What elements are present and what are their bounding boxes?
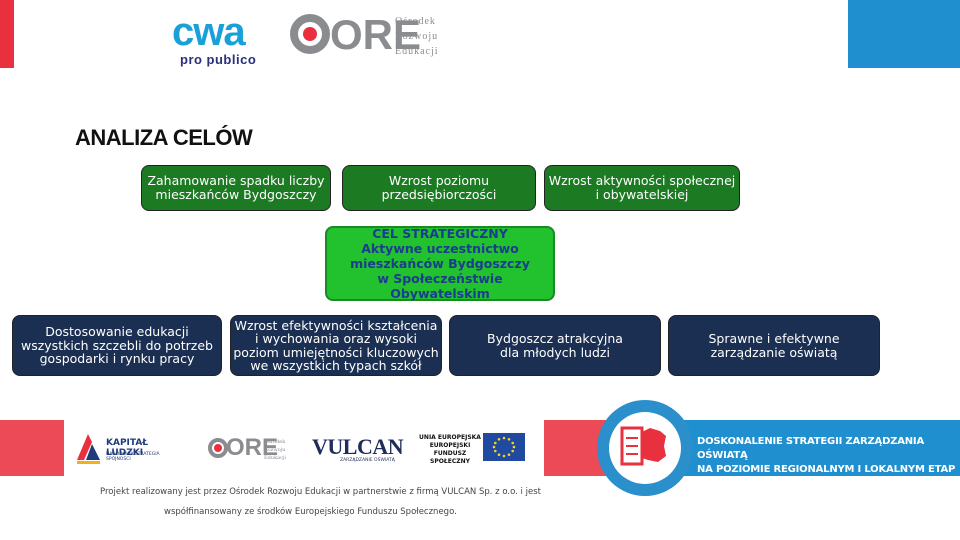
ore-small-word: Rozwoju xyxy=(264,447,286,453)
poland-book-icon xyxy=(620,426,666,466)
goal-line: we wszystkich typach szkół xyxy=(250,358,422,373)
footer-line: Projekt realizowany jest przez Ośrodek R… xyxy=(100,487,541,497)
vulcan-subtitle: ZARZĄDZANIE OŚWIATĄ xyxy=(340,458,395,463)
goal-box-teaching-efficiency: Wzrost efektywności kształcenia i wychow… xyxy=(230,315,442,376)
ore-logo-text: ORE xyxy=(330,11,422,58)
ore-small-word: Ośrodek xyxy=(264,439,286,445)
banner-line: NA POZIOMIE REGIONALNYM I LOKALNYM ETAP … xyxy=(697,464,956,489)
ore-small-word: Edukacji xyxy=(264,455,287,461)
cwa-logo: cwa pro publico xyxy=(172,10,272,67)
ore-word: Edukacji xyxy=(395,46,439,57)
strategic-goal-line: Aktywne uczestnictwo xyxy=(361,241,519,256)
eu-text: UNIA EUROPEJSKA EUROPEJSKI FUNDUSZ SPOŁE… xyxy=(418,434,482,466)
bottom-blue-band xyxy=(680,420,960,476)
ore-small-ring-icon xyxy=(208,438,228,458)
strategic-goal-box: CEL STRATEGICZNY Aktywne uczestnictwo mi… xyxy=(325,226,555,301)
kapital-ludzki-icon xyxy=(77,434,100,464)
goal-line: Bydgoszcz atrakcyjna xyxy=(487,331,623,346)
ore-logo: ORE xyxy=(290,12,440,60)
partner-logos-strip xyxy=(64,420,544,476)
goal-line: poziom umiejętności kluczowych xyxy=(233,344,439,360)
goal-box-entrepreneurship: Wzrost poziomu przedsiębiorczości xyxy=(342,165,536,211)
goal-line: gospodarki i rynku pracy xyxy=(39,351,195,367)
eu-flag-icon xyxy=(483,433,525,461)
goal-line: dla młodych ludzi xyxy=(500,344,610,360)
goal-box-education-economy: Dostosowanie edukacji wszystkich szczebl… xyxy=(12,315,222,376)
eu-line: EUROPEJSKI xyxy=(429,442,471,449)
cwa-tagline: pro publico xyxy=(180,52,257,67)
top-red-band xyxy=(0,0,14,68)
eu-line: FUNDUSZ SPOŁECZNY xyxy=(430,450,470,465)
goal-line: Zahamowanie spadku liczby xyxy=(147,173,325,188)
ore-word: Ośrodek xyxy=(395,16,436,27)
footer-note: Projekt realizowany jest przez Ośrodek R… xyxy=(100,482,541,522)
goal-line: Sprawne i efektywne xyxy=(708,331,840,346)
project-banner-text: DOSKONALENIE STRATEGII ZARZĄDZANIA OŚWIA… xyxy=(697,435,960,491)
footer-line: współfinansowany ze środków Europejskieg… xyxy=(164,507,457,517)
ore-small-words: Ośrodek Rozwoju Edukacji xyxy=(264,438,286,462)
vulcan-logo: VULCAN xyxy=(312,434,404,459)
strategic-goal-line: mieszkańców Bydgoszczy xyxy=(350,256,530,271)
goal-box-civic-activity: Wzrost aktywności społecznej i obywatels… xyxy=(544,165,740,211)
kapital-ludzki-logo: KAPITAŁ LUDZKI NARODOWA STRATEGIA SPÓJNO… xyxy=(74,430,184,468)
page-title: ANALIZA CELÓW xyxy=(75,125,253,150)
goal-box-education-management: Sprawne i efektywne zarządzanie oświatą xyxy=(668,315,880,376)
kapital-ludzki-title: KAPITAŁ LUDZKI xyxy=(106,438,149,458)
ore-small-text: ORE xyxy=(226,434,279,461)
goal-box-youth-attractive: Bydgoszcz atrakcyjna dla młodych ludzi xyxy=(449,315,661,376)
goal-line: Wzrost aktywności społecznej xyxy=(548,173,736,188)
banner-line: DOSKONALENIE STRATEGII ZARZĄDZANIA OŚWIA… xyxy=(697,436,924,461)
top-blue-band xyxy=(848,0,960,68)
goal-line: wszystkich szczebli do potrzeb xyxy=(20,337,213,353)
goal-line: i wychowania oraz wysoki xyxy=(255,331,417,346)
goal-line: Wzrost poziomu xyxy=(388,173,490,188)
strategic-goal-line: w Społeczeństwie Obywatelskim xyxy=(377,271,503,301)
goal-line: mieszkańców Bydgoszczy xyxy=(155,187,317,202)
goal-line: i obywatelskiej xyxy=(595,187,689,202)
kapital-ludzki-subtitle: NARODOWA STRATEGIA SPÓJNOŚCI xyxy=(106,452,160,462)
cwa-logo-text: cwa xyxy=(172,10,246,54)
eu-line: UNIA EUROPEJSKA xyxy=(419,434,481,441)
goal-line: Dostosowanie edukacji xyxy=(45,324,189,340)
ore-word: Rozwoju xyxy=(395,31,439,42)
goal-line: przedsiębiorczości xyxy=(381,187,497,202)
strategic-goal-heading: CEL STRATEGICZNY xyxy=(372,226,508,241)
goal-line: zarządzanie oświatą xyxy=(710,344,838,360)
goal-box-population: Zahamowanie spadku liczby mieszkańców By… xyxy=(141,165,331,211)
ore-small-logo: ORE Ośrodek Rozwoju Edukacji xyxy=(208,432,298,464)
goal-line: Wzrost efektywności kształcenia xyxy=(234,317,438,333)
ore-ring-icon xyxy=(290,14,330,54)
ore-logo-words: Ośrodek Rozwoju Edukacji xyxy=(395,14,439,59)
